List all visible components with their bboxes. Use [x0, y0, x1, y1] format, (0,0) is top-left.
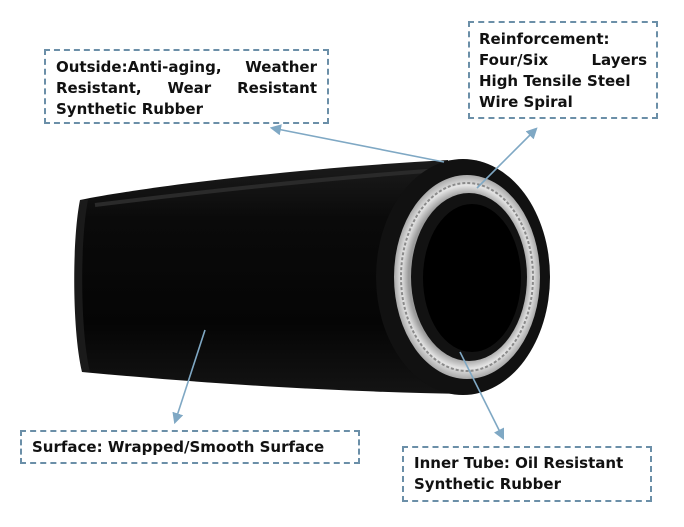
callout-inner-tube: Inner Tube: Oil Resistant Synthetic Rubb… [402, 446, 652, 502]
callout-outside-line1: Outside:Anti-aging, Weather [56, 57, 317, 78]
callout-outside-line3: Synthetic Rubber [56, 100, 203, 118]
layers-count-word: Four/Six [479, 51, 549, 69]
arrow-surface [172, 329, 206, 425]
callout-reinforcement: Reinforcement: Four/Six Layers High Tens… [468, 21, 658, 119]
hose-bore [423, 204, 521, 352]
hose-body [80, 160, 470, 394]
arrow-reinforcement [476, 127, 538, 189]
resistant-word: Resistant, [56, 79, 142, 97]
callout-inner-tube-line1: Inner Tube: Oil Resistant [414, 454, 624, 472]
callout-reinforcement-line2: Four/Six Layers [479, 50, 647, 71]
layers-word: Layers [591, 51, 648, 69]
callout-inner-tube-line2: Synthetic Rubber [414, 475, 561, 493]
callout-outside: Outside:Anti-aging, Weather Resistant, W… [44, 49, 329, 124]
steel-wire-texture [400, 182, 534, 372]
wear-word: Wear [167, 79, 212, 97]
resistant-word-2: Resistant [237, 79, 317, 97]
arrow-inner-tube [459, 351, 505, 441]
callout-reinforcement-line3: High Tensile Steel [479, 72, 631, 90]
outside-word: Outside:Anti-aging, [56, 58, 222, 76]
hose-left-end [74, 200, 90, 372]
callout-outside-line2: Resistant, Wear Resistant [56, 78, 317, 99]
callout-surface-line1: Surface: Wrapped/Smooth Surface [32, 438, 325, 456]
callout-surface: Surface: Wrapped/Smooth Surface [20, 430, 360, 464]
hose-highlight [94, 168, 441, 207]
callout-reinforcement-line4: Wire Spiral [479, 93, 573, 111]
arrow-outside [269, 124, 445, 163]
weather-word: Weather [245, 58, 317, 76]
callout-reinforcement-line1: Reinforcement: [479, 30, 610, 48]
